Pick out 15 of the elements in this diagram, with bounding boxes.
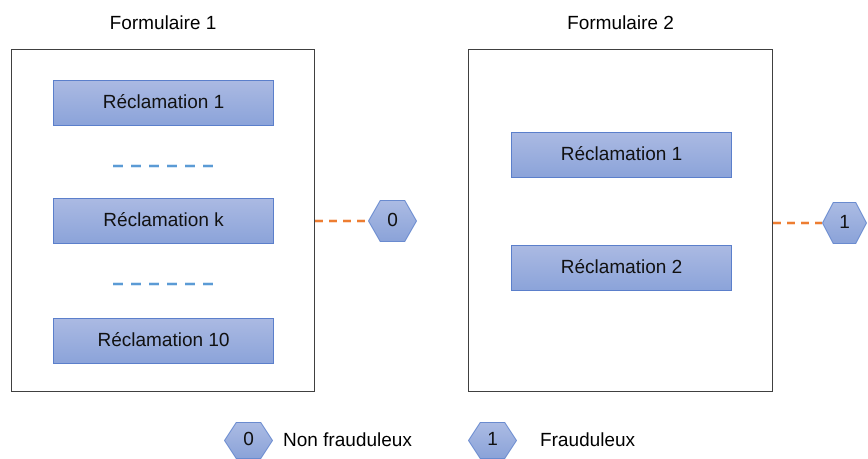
form-heading: Formulaire 1	[108, 12, 218, 36]
claim-box: Réclamation 1	[53, 80, 274, 126]
claim-box: Réclamation 2	[511, 245, 732, 291]
legend-hexagon: 1	[468, 422, 517, 459]
legend-text: Non frauduleux	[283, 429, 412, 453]
dashed-connector	[315, 220, 368, 222]
claim-box: Réclamation 1	[511, 132, 732, 178]
claim-box: Réclamation k	[53, 198, 274, 244]
class-hexagon: 1	[822, 202, 867, 244]
claim-box: Réclamation 10	[53, 318, 274, 364]
legend-text: Frauduleux	[540, 429, 636, 453]
form-heading: Formulaire 2	[566, 12, 675, 36]
dashed-connector	[773, 222, 822, 224]
class-hexagon: 0	[368, 200, 417, 242]
legend-hexagon: 0	[224, 422, 273, 459]
